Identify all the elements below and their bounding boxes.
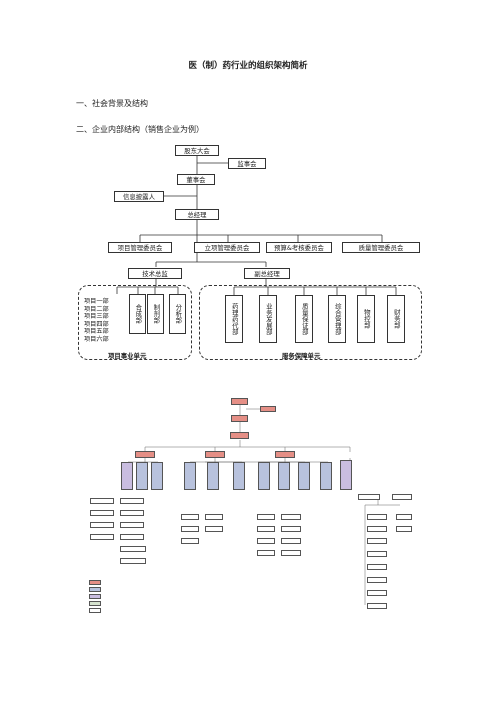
project-item: 项目四部 <box>84 320 109 328</box>
chart2-side-node <box>260 406 276 412</box>
chart2-node <box>340 460 352 490</box>
chart2-leaf <box>257 550 275 556</box>
chart2-leaf <box>396 514 412 520</box>
committee-project: 项目管理委员会 <box>108 242 172 253</box>
legend-swatch <box>89 587 101 592</box>
dept-business-dev: 业务发展部 <box>259 295 277 343</box>
committee-approval: 立项管理委员会 <box>194 242 260 253</box>
chart2-leaf <box>90 522 114 528</box>
chart2-node <box>298 462 310 490</box>
service-unit-label: 服务保障单元 <box>282 352 321 360</box>
shareholders-box: 股东大会 <box>175 145 219 156</box>
chart2-node <box>278 462 290 490</box>
chart2-node <box>184 462 196 490</box>
project-item: 项目五部 <box>84 328 109 336</box>
tech-director-box: 技术总监 <box>128 268 182 279</box>
section-heading-1: 一、社会背景及结构 <box>76 99 148 108</box>
legend-swatch <box>89 594 101 599</box>
chart2-leaf <box>367 551 387 557</box>
chart2-leaf <box>367 603 387 609</box>
chart2-node <box>151 462 163 490</box>
chart2-node <box>320 462 332 490</box>
project-item: 项目六部 <box>84 335 109 343</box>
chart2-leaf <box>281 514 301 520</box>
chart2-node <box>205 451 225 458</box>
dept-finance: 财务部 <box>387 295 405 343</box>
chart2-leaf <box>90 534 114 540</box>
section-heading-2: 二、企业内部结构（销售企业为例） <box>76 125 204 134</box>
chart2-leaf <box>396 526 412 532</box>
legend-swatch <box>89 601 101 606</box>
chart2-node <box>233 462 245 490</box>
chart2-leaf <box>281 538 301 544</box>
project-item: 项目一部 <box>84 298 109 305</box>
chart2-leaf <box>205 514 223 520</box>
chart2-leaf <box>367 514 387 520</box>
chart2-leaf <box>205 526 223 532</box>
project-item: 项目二部 <box>84 305 109 313</box>
chart2-leaf <box>120 498 144 504</box>
board-box: 董事会 <box>177 174 215 185</box>
dept-quality-assurance: 质量保证部 <box>295 295 313 343</box>
legend-swatch <box>89 580 101 585</box>
project-list: 项目一部 项目二部 项目三部 项目四部 项目五部 项目六部 <box>84 298 109 344</box>
project-unit-frame <box>78 285 192 360</box>
chart2-node <box>258 462 270 490</box>
info-disclosure-box: 信息披露人 <box>114 191 164 202</box>
dept-analysis: 分析部 <box>169 294 186 334</box>
chart2-leaf <box>257 526 275 532</box>
supervisors-box: 监事会 <box>228 158 266 169</box>
chart2-leaf <box>120 510 144 516</box>
chart2-leaf <box>358 494 380 500</box>
chart2-leaf <box>281 526 301 532</box>
chart2-leaf <box>367 590 387 596</box>
gm-box: 总经理 <box>175 209 219 220</box>
service-unit-frame <box>199 285 422 360</box>
chart2-node <box>231 415 248 422</box>
chart2-leaf <box>281 550 301 556</box>
chart2-node <box>207 462 219 490</box>
chart2-leaf <box>257 538 275 544</box>
committee-quality: 质量管理委员会 <box>342 242 420 253</box>
deputy-gm-box: 副总经理 <box>244 268 290 279</box>
chart2-leaf <box>120 522 144 528</box>
chart2-leaf <box>181 538 199 544</box>
project-item: 项目三部 <box>84 313 109 321</box>
dept-formulation: 制剂部 <box>147 294 164 334</box>
chart2-leaf <box>90 510 114 516</box>
chart2-node <box>121 462 133 490</box>
chart2-top-node <box>231 398 248 405</box>
chart2-leaf <box>120 534 144 540</box>
chart2-leaf <box>181 526 199 532</box>
chart2-node <box>230 432 249 439</box>
dept-synthesis: 合成部 <box>129 294 146 334</box>
chart2-leaf <box>257 514 275 520</box>
chart2-leaf <box>90 498 114 504</box>
chart2-leaf <box>120 546 146 552</box>
chart2-leaf <box>367 564 387 570</box>
chart2-node <box>135 451 155 458</box>
document-title: 医（制）药行业的组织架构简析 <box>188 61 308 71</box>
chart2-node <box>136 462 148 490</box>
committee-budget: 预算&考核委员会 <box>266 242 332 253</box>
chart2-node <box>275 451 295 458</box>
chart2-leaf <box>181 514 199 520</box>
dept-general-admin: 综合管理部 <box>328 295 346 343</box>
chart2-leaf <box>367 577 387 583</box>
legend-swatch <box>89 608 101 613</box>
dept-materials: 物控部 <box>357 295 375 343</box>
chart2-leaf <box>392 494 412 500</box>
project-unit-label: 项目事业单元 <box>108 352 147 360</box>
dept-pharmacology: 药理药代部 <box>225 295 243 343</box>
chart2-leaf <box>120 558 146 564</box>
chart2-leaf <box>367 526 387 532</box>
chart2-leaf <box>367 538 387 544</box>
